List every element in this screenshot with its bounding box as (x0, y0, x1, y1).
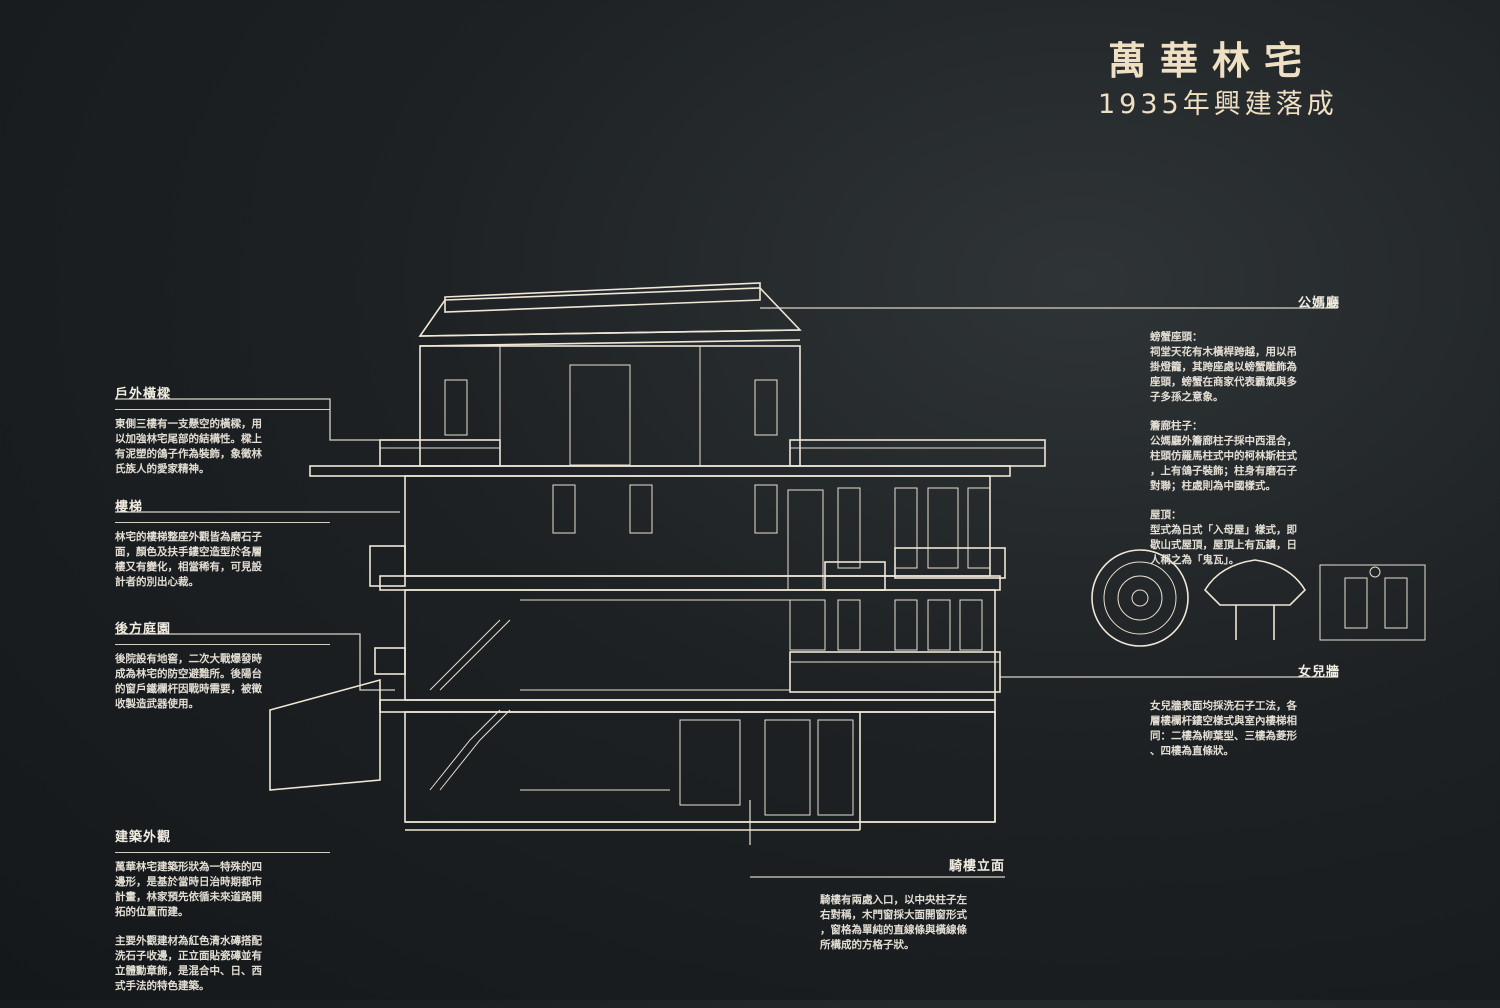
panel-rear-garden: 後方庭園 後院設有地窖，二次大戰爆發時 成為林宅的防空避難所。後陽台 的窗戶鐵欄… (115, 618, 330, 726)
panel-heading: 樓梯 (115, 496, 330, 523)
panel-heading: 騎樓立面 (948, 859, 1005, 874)
panel-text: 祠堂天花有木橫桿跨越，用以吊 掛燈籠，其跨座處以螃蟹雕飾為 座頭，螃蟹在商家代表… (1150, 346, 1297, 403)
panel-heading: 後方庭園 (115, 618, 330, 645)
panel-ancestral-hall: 公媽廳 螃蟹座頭： 祠堂天花有木橫桿跨越，用以吊 掛燈籠，其跨座處以螃蟹雕飾為 … (1150, 292, 1340, 582)
panel-text: 林宅的樓梯整座外觀皆為磨石子 面，顏色及扶手鏤空造型於各層 樓又有變化，相當稀有… (115, 531, 262, 588)
panel-text: 主要外觀建材為紅色清水磚搭配 洗石子收邊，正立面貼瓷磚並有 立體勳章飾，是混合中… (115, 935, 262, 992)
leader-lines (115, 307, 1338, 878)
page-subtitle: 1935年興建落成 (1098, 89, 1338, 120)
panel-text: 騎樓有兩處入口，以中央柱子左 右對稱，木門窗採大面開窗形式 ，窗格為單純的直線條… (820, 894, 967, 951)
panel-heading: 戶外橫樑 (115, 383, 330, 410)
roof-and-ancestral-hall (418, 282, 802, 467)
section-subtitle: 螃蟹座頭： (1150, 331, 1203, 343)
panel-text: 萬華林宅建築形狀為一特殊的四 邊形，是基於當時日治時期都市 計畫，林家預先依循未… (115, 861, 262, 918)
panel-outdoor-beam: 戶外橫樑 東側三樓有一支懸空的橫樑，用 以加強林宅尾部的結構性。樑上 有泥塑的鴿… (115, 383, 330, 491)
section-subtitle: 屋頂： (1150, 509, 1182, 521)
panel-heading: 女兒牆 (1297, 665, 1340, 680)
panel-text: 公媽廳外簷廊柱子採中西混合， 柱頭仿羅馬柱式中的柯林斯柱式 ，上有鴿子裝飾；柱身… (1150, 435, 1297, 492)
panel-text: 後院設有地窖，二次大戰爆發時 成為林宅的防空避難所。後陽台 的窗戶鐵欄杆因戰時需… (115, 653, 262, 710)
panel-heading: 建築外觀 (115, 826, 330, 853)
ornament-vignettes (1091, 549, 1426, 647)
second-floor (374, 575, 1001, 701)
ground-floor-arcade (269, 678, 996, 831)
panel-text: 女兒牆表面均採洗石子工法，各 層樓欄杆鏤空樣式與室內樓梯相 同：二樓為柳葉型、三… (1150, 700, 1297, 757)
page-title: 萬華林宅 (1108, 39, 1317, 83)
panel-text: 東側三樓有一支懸空的橫樑，用 以加強林宅尾部的結構性。樑上 有泥塑的鴿子作為裝飾… (115, 418, 262, 475)
panel-heading: 公媽廳 (1297, 296, 1340, 311)
section-subtitle: 簷廊柱子： (1150, 420, 1203, 432)
panel-parapet: 女兒牆 女兒牆表面均採洗石子工法，各 層樓欄杆鏤空樣式與室內樓梯相 同：二樓為柳… (1150, 661, 1340, 773)
panel-arcade-facade: 騎樓立面 騎樓有兩處入口，以中央柱子左 右對稱，木門窗採大面開窗形式 ，窗格為單… (820, 855, 1005, 967)
panel-text: 型式為日式「入母屋」樣式，即 歇山式屋頂，屋頂上有瓦鎮，日 人稱之為「鬼瓦」。 (1150, 524, 1297, 566)
panel-building-exterior: 建築外觀 萬華林宅建築形狀為一特殊的四 邊形，是基於當時日治時期都市 計畫，林家… (115, 826, 330, 1008)
panel-staircase: 樓梯 林宅的樓梯整座外觀皆為磨石子 面，顏色及扶手鏤空造型於各層 樓又有變化，相… (115, 496, 330, 604)
